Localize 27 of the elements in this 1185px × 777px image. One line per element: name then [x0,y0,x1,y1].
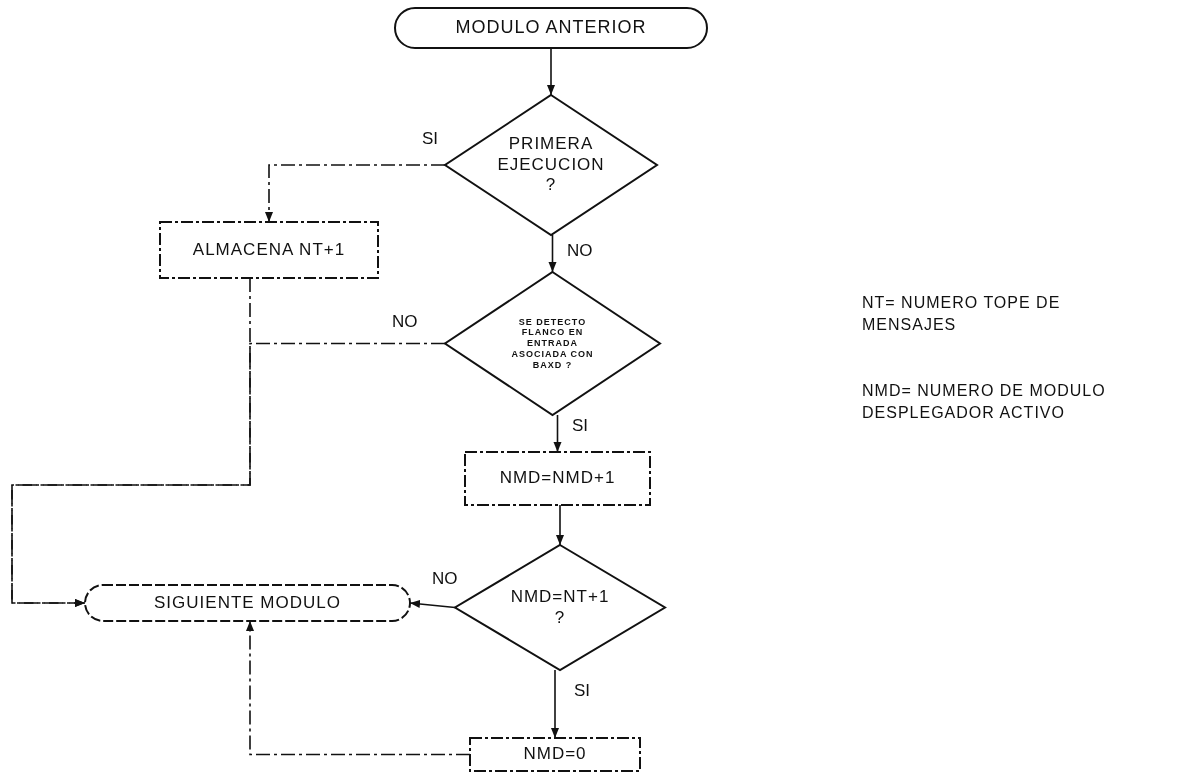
terminal-shape [85,585,410,621]
node-label: NMD=NT+1 ? [509,587,611,628]
process-box [470,738,640,771]
node-label: SE DETECTO FLANCO EN ENTRADA ASOCIADA CON BAXD ? [510,316,595,371]
arrow [551,669,559,739]
note-text: NMD= NUMERO DE MODULO DESPLEGADOR ACTIVO [862,381,1107,424]
node-label: ALMACENA NT+1 [191,239,347,261]
process-box [160,222,378,278]
node-label: NMD=0 [522,744,588,765]
arrow [547,47,555,96]
arrow [553,414,562,453]
arrow [246,620,471,756]
decision-diamond [455,545,665,670]
decision-diamond [445,272,660,415]
arrow [265,164,446,223]
arrow [11,277,251,607]
node-label: NMD=NMD+1 [498,468,617,489]
note-text: NT= NUMERO TOPE DE MENSAJES [862,293,1062,336]
arrow [11,342,446,607]
node-label: MODULO ANTERIOR [454,17,648,39]
arrow [556,504,564,546]
node-label: SIGUIENTE MODULO [153,592,342,614]
terminal-shape [395,8,707,48]
arrow [548,234,557,273]
node-label: PRIMERA EJECUCION ? [496,134,606,196]
process-box [465,452,650,505]
decision-diamond [445,95,657,235]
